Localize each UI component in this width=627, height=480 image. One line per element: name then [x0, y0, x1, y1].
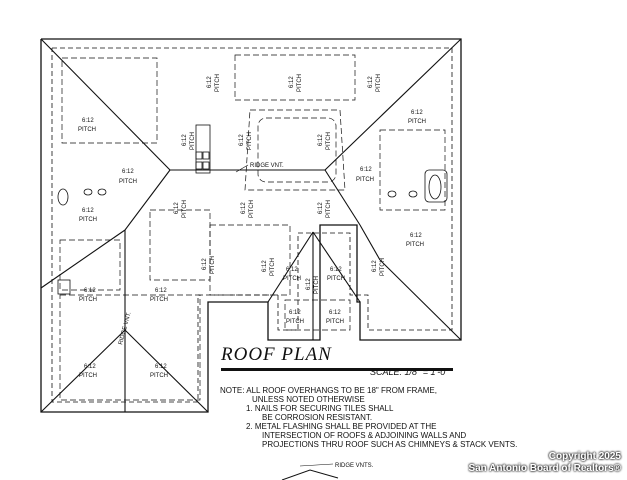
svg-text:PITCH: PITCH	[210, 256, 216, 274]
svg-text:PITCH: PITCH	[249, 200, 255, 218]
svg-text:6:12: 6:12	[155, 288, 167, 294]
svg-text:6:12: 6:12	[84, 288, 96, 294]
svg-text:6:12: 6:12	[318, 202, 324, 214]
svg-text:PITCH: PITCH	[247, 132, 253, 150]
bottom-gable-sketch	[281, 469, 339, 480]
svg-text:6:12: 6:12	[155, 364, 167, 370]
copyright-owner: San Antonio Board of Realtors®	[468, 463, 621, 474]
interior-wall-lines	[59, 54, 446, 401]
note-item: PROJECTIONS THRU ROOF SUCH AS CHIMNEYS &…	[262, 440, 518, 449]
svg-text:PITCH: PITCH	[190, 132, 196, 150]
svg-text:6:12: 6:12	[262, 260, 268, 272]
note-item: INTERSECTION OF ROOFS & ADJOINING WALLS …	[262, 431, 467, 440]
svg-text:PITCH: PITCH	[79, 297, 97, 303]
svg-text:6:12: 6:12	[84, 364, 96, 370]
svg-text:PITCH: PITCH	[150, 297, 168, 303]
svg-text:6:12: 6:12	[330, 267, 342, 273]
drawing-title: ROOF PLAN	[221, 344, 332, 365]
hip-lines	[40, 38, 462, 413]
copyright-year: Copyright 2025	[548, 451, 621, 462]
svg-text:6:12: 6:12	[286, 267, 298, 273]
svg-text:6:12: 6:12	[410, 233, 422, 239]
svg-text:6:12: 6:12	[360, 167, 372, 173]
svg-text:PITCH: PITCH	[119, 179, 137, 185]
svg-text:PITCH: PITCH	[79, 217, 97, 223]
svg-text:6:12: 6:12	[241, 202, 247, 214]
title-underline	[221, 368, 453, 371]
svg-text:6:12: 6:12	[329, 310, 341, 316]
svg-text:6:12: 6:12	[411, 110, 423, 116]
svg-text:6:12: 6:12	[182, 134, 188, 146]
svg-text:6:12: 6:12	[174, 202, 180, 214]
drawing-scale: SCALE: 1/8" = 1'-0"	[370, 367, 449, 377]
copyright-watermark: Copyright 2025 San Antonio Board of Real…	[468, 451, 621, 475]
svg-text:RIDGE VNT.: RIDGE VNT.	[250, 163, 284, 169]
svg-text:PITCH: PITCH	[327, 276, 345, 282]
note-item: BE CORROSION RESISTANT.	[262, 413, 373, 422]
pitch-labels: 6:12 PITCH 6:12 PITCH 6:12 PITCH 6:12 PI…	[78, 74, 426, 379]
svg-text:6:12: 6:12	[122, 169, 134, 175]
svg-text:6:12: 6:12	[239, 134, 245, 146]
svg-text:PITCH: PITCH	[150, 373, 168, 379]
note-item: 1. NAILS FOR SECURING TILES SHALL	[246, 404, 394, 413]
svg-text:PITCH: PITCH	[283, 276, 301, 282]
svg-text:PITCH: PITCH	[270, 258, 276, 276]
svg-text:PITCH: PITCH	[356, 177, 374, 183]
svg-text:6:12: 6:12	[202, 258, 208, 270]
svg-text:6:12: 6:12	[372, 260, 378, 272]
note-item: 2. METAL FLASHING SHALL BE PROVIDED AT T…	[246, 422, 437, 431]
svg-text:PITCH: PITCH	[326, 200, 332, 218]
note-line: UNLESS NOTED OTHERWISE	[252, 395, 365, 404]
svg-text:6:12: 6:12	[82, 208, 94, 214]
svg-text:6:12: 6:12	[318, 134, 324, 146]
svg-text:RIDGE VNTS.: RIDGE VNTS.	[335, 463, 374, 469]
roof-outline	[40, 38, 462, 413]
svg-text:PITCH: PITCH	[297, 74, 303, 92]
svg-text:PITCH: PITCH	[78, 127, 96, 133]
svg-text:PITCH: PITCH	[215, 74, 221, 92]
svg-text:PITCH: PITCH	[286, 319, 304, 325]
svg-text:PITCH: PITCH	[182, 200, 188, 218]
svg-text:6:12: 6:12	[289, 310, 301, 316]
svg-text:6:12: 6:12	[207, 76, 213, 88]
roof-notes: NOTE: ALL ROOF OVERHANGS TO BE 18" FROM …	[220, 386, 520, 449]
svg-text:PITCH: PITCH	[376, 74, 382, 92]
svg-text:6:12: 6:12	[368, 76, 374, 88]
svg-text:6:12: 6:12	[306, 278, 312, 290]
svg-text:6:12: 6:12	[289, 76, 295, 88]
svg-text:PITCH: PITCH	[326, 132, 332, 150]
note-line: NOTE: ALL ROOF OVERHANGS TO BE 18" FROM …	[220, 386, 437, 395]
svg-text:PITCH: PITCH	[406, 242, 424, 248]
fixtures	[57, 124, 448, 295]
svg-text:PITCH: PITCH	[326, 319, 344, 325]
svg-text:PITCH: PITCH	[79, 373, 97, 379]
svg-text:PITCH: PITCH	[408, 119, 426, 125]
svg-text:PITCH: PITCH	[314, 276, 320, 294]
svg-text:6:12: 6:12	[82, 118, 94, 124]
svg-text:PITCH: PITCH	[380, 258, 386, 276]
